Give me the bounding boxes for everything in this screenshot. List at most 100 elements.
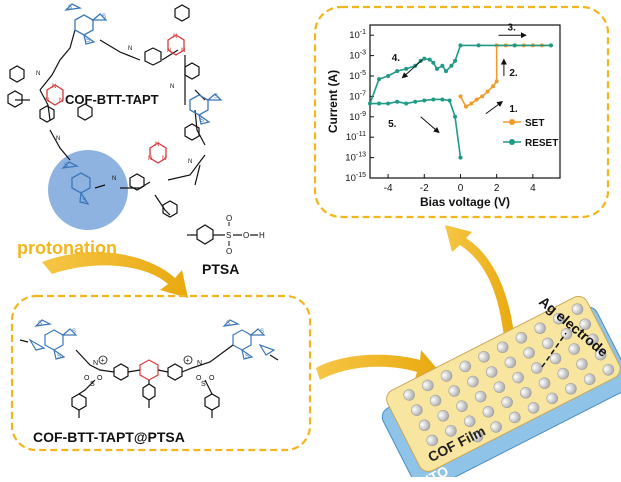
ag-electrode-dot bbox=[403, 389, 415, 401]
data-point-reset bbox=[404, 101, 409, 106]
step-label-4: 4. bbox=[392, 53, 401, 64]
ag-electrode-dot bbox=[546, 392, 558, 405]
ptsa-label: PTSA bbox=[202, 261, 239, 277]
svg-text:N: N bbox=[181, 48, 185, 54]
x-tick-label: -4 bbox=[384, 183, 393, 194]
ag-electrode-dot bbox=[471, 430, 484, 443]
x-axis-label: Bias voltage (V) bbox=[420, 195, 510, 209]
electrode-pointer-line bbox=[541, 332, 567, 368]
data-point-set bbox=[463, 104, 468, 109]
data-point-reset bbox=[512, 43, 517, 48]
svg-text:S: S bbox=[86, 38, 90, 44]
data-point-set bbox=[474, 97, 479, 102]
step-label-5: 5. bbox=[388, 119, 397, 130]
svg-text:N: N bbox=[155, 142, 159, 148]
svg-text:S: S bbox=[38, 321, 42, 327]
x-tick-label: 4 bbox=[530, 183, 536, 194]
y-axis-label: Current (A) bbox=[326, 70, 340, 133]
legend-label-set: SET bbox=[525, 118, 544, 129]
step-label-1: 1. bbox=[509, 104, 518, 115]
btt-highlight-circle bbox=[48, 150, 128, 230]
svg-text:N: N bbox=[45, 98, 49, 104]
data-point-reset bbox=[404, 66, 409, 71]
ag-electrode-dot bbox=[440, 370, 453, 382]
data-point-reset bbox=[447, 98, 452, 103]
svg-text:N: N bbox=[197, 360, 202, 367]
svg-text:O: O bbox=[243, 231, 249, 240]
ag-electrode-dot bbox=[534, 322, 546, 334]
data-point-set bbox=[491, 84, 496, 89]
ag-electrode-dot bbox=[474, 390, 487, 403]
step-arrow-4 bbox=[401, 59, 423, 79]
y-tick-label: 10-9 bbox=[349, 111, 366, 123]
protonation-arrow bbox=[42, 252, 188, 298]
ag-electrode-dot bbox=[515, 331, 528, 344]
protonation-arrow-group: protonation bbox=[17, 238, 188, 298]
svg-text:S: S bbox=[72, 329, 76, 335]
y-tick-label: 10-5 bbox=[349, 70, 366, 82]
data-point-reset bbox=[427, 57, 432, 62]
imine-n-labels: N N N N N N bbox=[36, 46, 192, 182]
data-point-reset bbox=[386, 101, 391, 106]
ag-electrode-dot bbox=[542, 337, 554, 350]
data-point-reset bbox=[476, 43, 481, 48]
ag-electrode-dot bbox=[512, 371, 524, 384]
ag-electrode-dot bbox=[437, 409, 450, 422]
data-point-reset bbox=[377, 101, 382, 106]
svg-text:S: S bbox=[226, 321, 230, 327]
svg-text:N: N bbox=[56, 136, 60, 142]
ag-electrode-dot bbox=[459, 360, 471, 373]
x-tick-label: 2 bbox=[494, 183, 500, 194]
svg-text:N: N bbox=[128, 46, 132, 52]
svg-text:O: O bbox=[209, 375, 215, 382]
y-tick-label: 10-3 bbox=[349, 50, 366, 62]
ag-electrode-dot bbox=[456, 400, 468, 412]
step-label-3: 3. bbox=[508, 22, 517, 33]
svg-text:N: N bbox=[173, 34, 177, 40]
ag-electrode-dot bbox=[531, 362, 543, 374]
step-arrow-5 bbox=[420, 116, 440, 134]
ag-electrode-dot bbox=[557, 367, 569, 380]
svg-text:N: N bbox=[170, 84, 174, 90]
data-point-reset bbox=[386, 74, 391, 78]
protonation-label: protonation bbox=[17, 238, 117, 258]
svg-text:N: N bbox=[112, 176, 116, 182]
ag-electrode-dot bbox=[422, 379, 434, 392]
ag-electrode-dot bbox=[583, 373, 596, 386]
data-point-reset bbox=[453, 58, 458, 63]
ag-electrode-dot bbox=[411, 404, 423, 416]
ag-electrode-dot bbox=[418, 419, 431, 431]
legend-label-reset: RESET bbox=[525, 138, 558, 149]
svg-text:O: O bbox=[84, 375, 90, 382]
product-panel-frame bbox=[10, 294, 312, 452]
data-point-reset bbox=[395, 69, 400, 74]
svg-text:S: S bbox=[64, 163, 68, 169]
x-tick-label: -2 bbox=[420, 183, 429, 194]
svg-text:N: N bbox=[36, 71, 40, 77]
svg-text:N: N bbox=[148, 156, 152, 162]
data-point-reset bbox=[548, 43, 553, 48]
svg-text:N: N bbox=[93, 360, 98, 367]
ag-electrode-dot bbox=[467, 375, 479, 388]
data-point-reset bbox=[422, 56, 427, 61]
svg-text:S: S bbox=[214, 94, 218, 100]
svg-text:O: O bbox=[226, 247, 232, 256]
svg-text:S: S bbox=[57, 354, 61, 360]
svg-text:S: S bbox=[82, 198, 86, 204]
series-line-set bbox=[459, 44, 551, 108]
data-point-set bbox=[458, 94, 463, 99]
svg-text:O: O bbox=[97, 375, 103, 382]
ag-electrode-dot bbox=[553, 312, 565, 325]
legend-swatch-dot bbox=[509, 139, 515, 145]
svg-text:S: S bbox=[226, 231, 231, 240]
ag-electrode-dot bbox=[560, 328, 573, 340]
device-illustration: COF Film ITO Ag electrode bbox=[381, 293, 621, 482]
ag-electrode-array bbox=[403, 303, 615, 447]
product-label: COF-BTT-TAPT@PTSA bbox=[33, 429, 185, 445]
